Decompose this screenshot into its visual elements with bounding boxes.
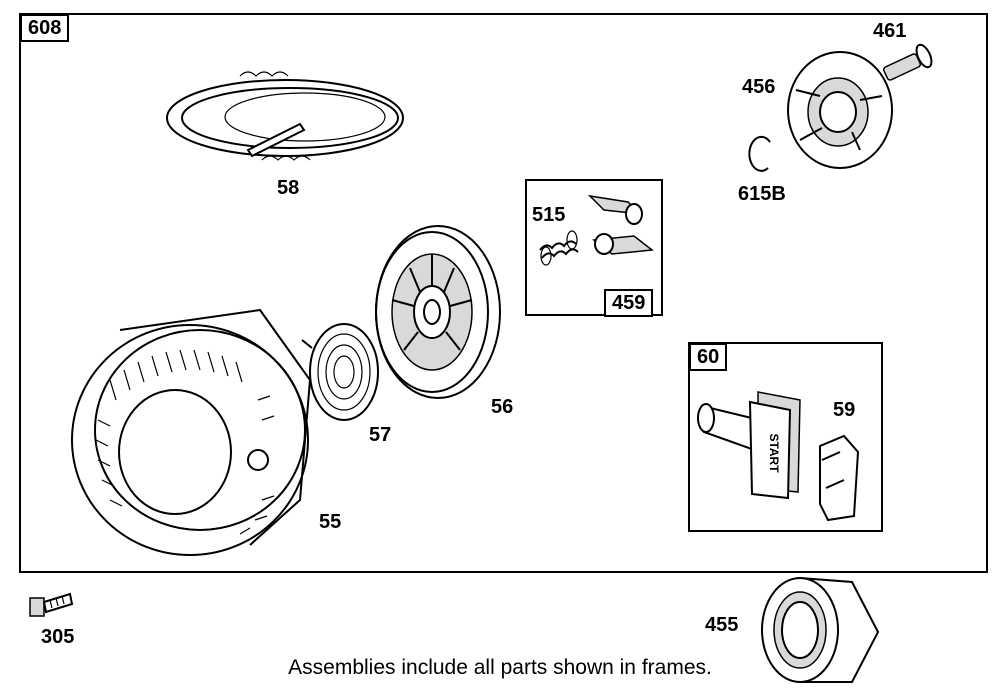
pawl-spring-drawing (539, 230, 579, 266)
part-label-461: 461 (873, 20, 907, 42)
part-label-59: 59 (833, 399, 856, 421)
pawl-kit-frame (525, 179, 663, 316)
starter-handle-drawing (697, 391, 801, 500)
frame-label-459: 459 (604, 289, 654, 317)
part-label-55: 55 (319, 511, 342, 533)
pawls-drawing (587, 194, 654, 255)
handle-insert-drawing (819, 434, 860, 522)
handle-kit-frame (688, 342, 883, 532)
part-label-57: 57 (369, 424, 392, 446)
handle-start-text: START (767, 433, 781, 473)
blower-housing-drawing (71, 308, 312, 556)
main-assembly-frame (19, 13, 988, 573)
part-label-56: 56 (491, 396, 514, 418)
part-label-455: 455 (705, 614, 739, 636)
part-label-515: 515 (532, 204, 566, 226)
part-label-58: 58 (277, 177, 300, 199)
part-label-305: 305 (41, 626, 75, 648)
part-label-456: 456 (742, 76, 776, 98)
retaining-ring-drawing (748, 135, 771, 172)
starter-cup-drawing (787, 51, 893, 169)
starter-rope-drawing (166, 71, 404, 161)
shoulder-screw-drawing (882, 43, 933, 81)
frame-label-60: 60 (689, 343, 728, 371)
frame-label-608: 608 (20, 14, 70, 42)
caption: Assemblies include all parts shown in fr… (288, 656, 712, 679)
bolt-drawing (29, 592, 74, 617)
part-label-615b: 615B (738, 183, 786, 205)
drive-cup-drawing (761, 577, 880, 683)
rewind-spring-drawing (301, 323, 379, 421)
pulley-drawing (375, 225, 501, 399)
